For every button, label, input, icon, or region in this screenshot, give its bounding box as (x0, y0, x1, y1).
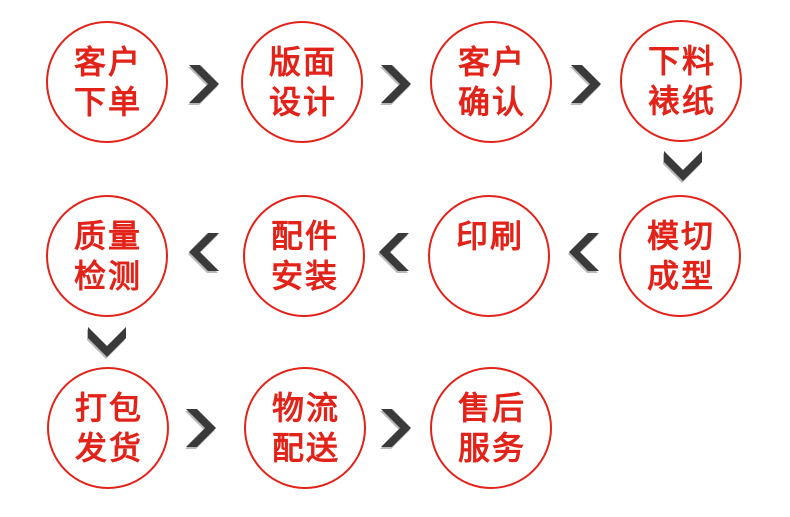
arrow-right-icon (571, 65, 601, 103)
node-label-line2: 确认 (457, 84, 526, 120)
flow-node-die-cutting-forming: 模切 成型 (619, 195, 741, 317)
node-label-line2: 成型 (646, 258, 715, 294)
node-label-line2: 检测 (73, 258, 142, 294)
node-label-line1: 客户 (457, 44, 526, 80)
node-label-line2: 配送 (271, 430, 340, 466)
flow-node-logistics-delivery: 物流 配送 (244, 367, 366, 489)
node-label-line2: 安装 (270, 258, 339, 294)
arrow-left-icon (569, 233, 599, 271)
arrow-down-icon (88, 327, 126, 357)
flow-node-layout-design: 版面 设计 (241, 21, 363, 143)
flow-node-customer-order: 客户 下单 (46, 21, 168, 143)
node-label-line1: 打包 (74, 390, 143, 426)
flow-node-printing: 印刷 (428, 195, 550, 317)
node-label-line1: 模切 (646, 218, 715, 254)
node-label-line1: 客户 (73, 44, 142, 80)
node-label-line1: 质量 (73, 218, 142, 254)
arrow-right-icon (189, 65, 219, 103)
arrow-left-icon (379, 233, 409, 271)
node-label-line1: 配件 (270, 218, 339, 254)
node-label-line2: 裱纸 (647, 83, 716, 119)
node-label-line2: 服务 (457, 430, 526, 466)
arrow-right-icon (381, 65, 411, 103)
arrow-right-icon (381, 409, 411, 447)
node-label-line1: 售后 (457, 390, 526, 426)
node-label-line1: 下料 (647, 43, 716, 79)
node-label-line2: 发货 (74, 430, 143, 466)
node-label-line1: 版面 (268, 44, 337, 80)
arrow-left-icon (189, 233, 219, 271)
flow-node-after-sales-service: 售后 服务 (430, 367, 552, 489)
node-label-line1: 印刷 (455, 218, 524, 254)
arrow-right-icon (186, 409, 216, 447)
flow-node-cutting-paper-mounting: 下料 裱纸 (620, 20, 742, 142)
arrow-down-icon (664, 151, 702, 181)
flow-node-customer-confirmation: 客户 确认 (430, 21, 552, 143)
flow-node-accessory-assembly: 配件 安装 (243, 195, 365, 317)
flow-node-packing-shipping: 打包 发货 (47, 367, 169, 489)
node-label-line2: 下单 (73, 84, 142, 120)
node-label-line2: 设计 (268, 84, 337, 120)
node-label-line1: 物流 (271, 390, 340, 426)
flow-node-quality-inspection: 质量 检测 (46, 195, 168, 317)
